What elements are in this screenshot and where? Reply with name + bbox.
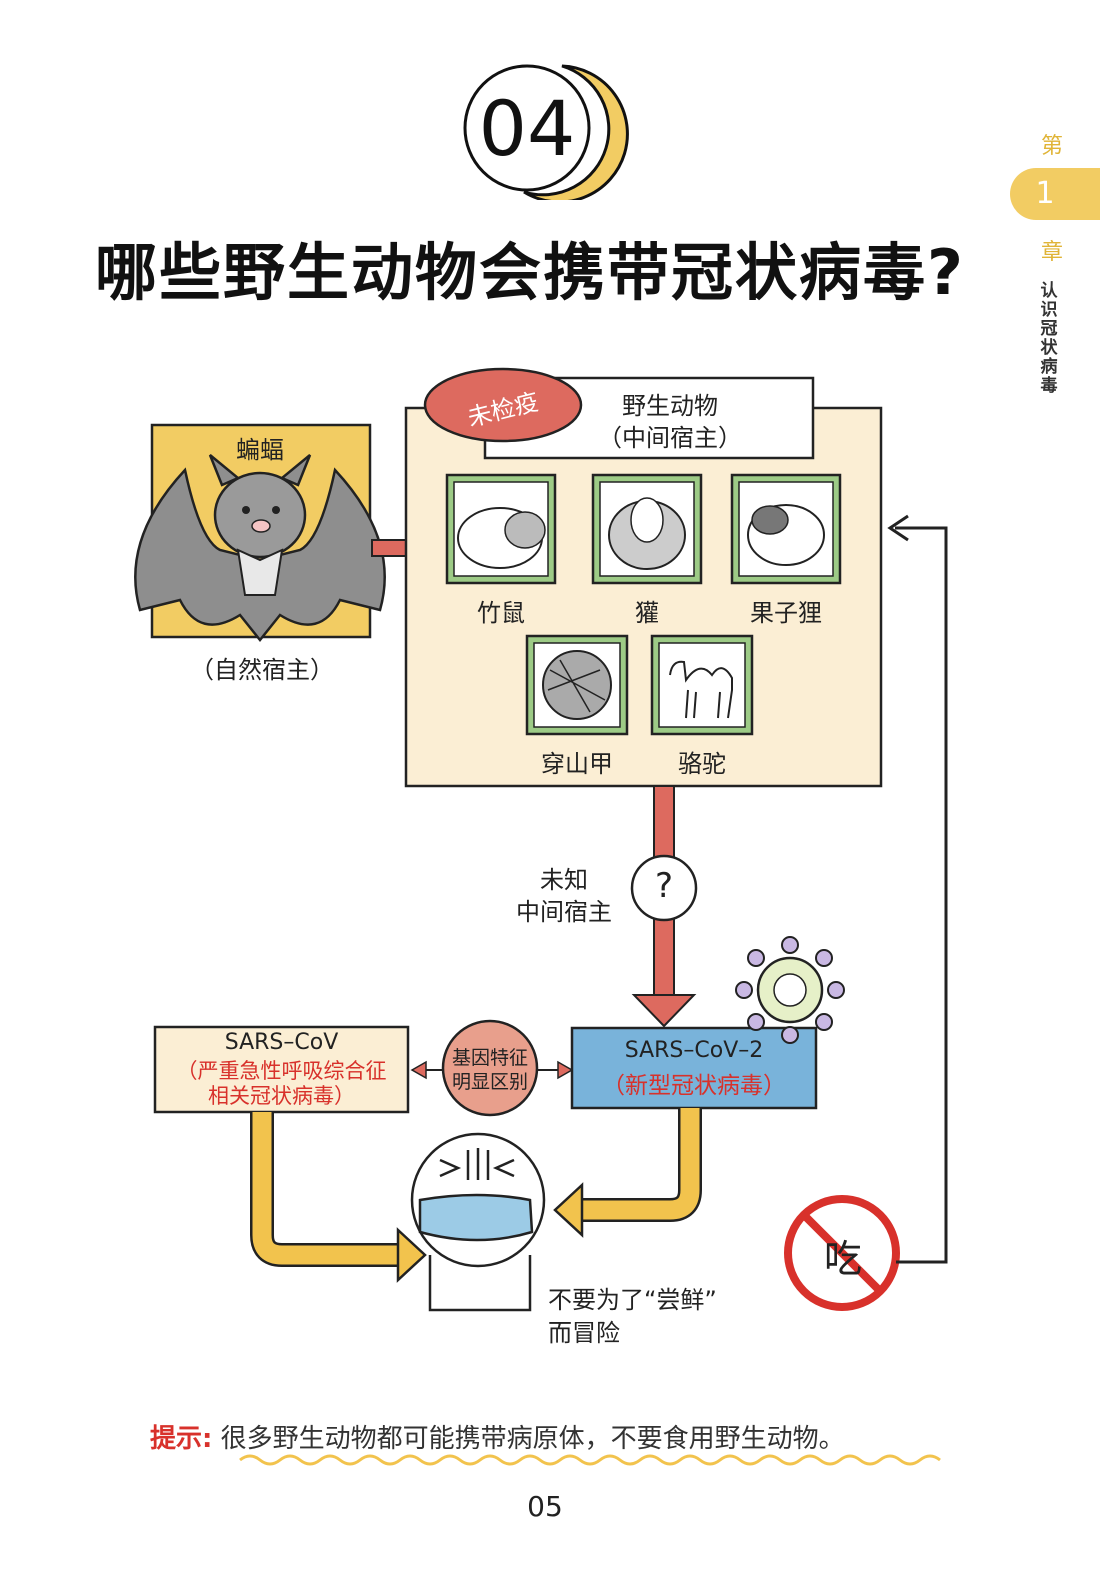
unknown-host-circle — [630, 854, 698, 922]
arrow-sars-to-person — [250, 1112, 427, 1283]
page-number: 05 — [527, 1490, 563, 1523]
arrow-cov2-to-person — [553, 1108, 702, 1238]
warning-line1: 不要为了“尝鲜” — [548, 1286, 717, 1314]
unknown-host-line2: 中间宿主 — [516, 898, 612, 926]
natural-host-label: （自然宿主） — [190, 656, 334, 684]
animal-civet: 果子狸 — [750, 599, 822, 627]
virus-icon — [735, 936, 845, 1044]
sars-cov-2-name: SARS–CoV–2 — [624, 1038, 764, 1063]
chapter-number: 1 — [1035, 176, 1055, 211]
animal-camel: 骆驼 — [678, 750, 726, 778]
section-number: 04 — [479, 84, 576, 173]
sars-cov-box — [153, 1025, 410, 1114]
sars-cov-2-desc: （新型冠状病毒） — [602, 1073, 786, 1099]
unknown-host-line1: 未知 — [540, 866, 588, 894]
animal-pangolin: 穿山甲 — [541, 750, 613, 778]
bat-label: 蝙蝠 — [236, 436, 284, 464]
tip-head: 提示: — [150, 1424, 213, 1454]
section-number-badge: 04 — [463, 64, 629, 200]
tip-body: 很多野生动物都可能携带病原体，不要食用野生动物。 — [220, 1424, 845, 1454]
no-eating-sign — [784, 1195, 900, 1311]
sars-cov-desc-line2: 相关冠状病毒） — [208, 1084, 355, 1108]
intermediate-host-label: （中间宿主） — [598, 424, 742, 452]
sars-cov-2-box — [570, 1026, 818, 1110]
sars-cov-desc-line1: （严重急性呼吸综合征 — [176, 1059, 387, 1083]
genetic-diff-line1: 基因特征 — [451, 1047, 528, 1069]
tip-wavy-underline — [239, 1454, 941, 1466]
chapter-number-tab: 1 — [1010, 168, 1100, 220]
animal-bamboo-rat: 竹鼠 — [477, 599, 525, 627]
masked-person-icon — [410, 1132, 546, 1312]
chapter-zhang: 章 — [1040, 240, 1063, 265]
warning-line2: 而冒险 — [548, 1319, 620, 1347]
bat-icon — [134, 454, 386, 643]
chapter-title: 认识冠状病毒 — [1040, 281, 1058, 396]
genetic-difference-circle — [441, 1019, 539, 1117]
no-eat-label: 吃 — [823, 1237, 862, 1281]
chapter-di: 第 — [1040, 134, 1063, 159]
tip-text: 提示: 很多野生动物都可能携带病原体，不要食用野生动物。 — [150, 1418, 845, 1455]
animal-badger: 獾 — [635, 599, 659, 627]
wild-animals-label: 野生动物 — [622, 392, 718, 420]
wild-animals-panel — [404, 406, 883, 788]
genetic-diff-line2: 明显区别 — [451, 1071, 528, 1093]
sars-cov-name: SARS–CoV — [224, 1030, 339, 1055]
unquarantined-badge — [423, 367, 583, 443]
page-title: 哪些野生动物会携带冠状病毒? — [95, 236, 965, 309]
question-mark: ? — [654, 866, 674, 906]
return-arrow — [887, 514, 948, 1264]
